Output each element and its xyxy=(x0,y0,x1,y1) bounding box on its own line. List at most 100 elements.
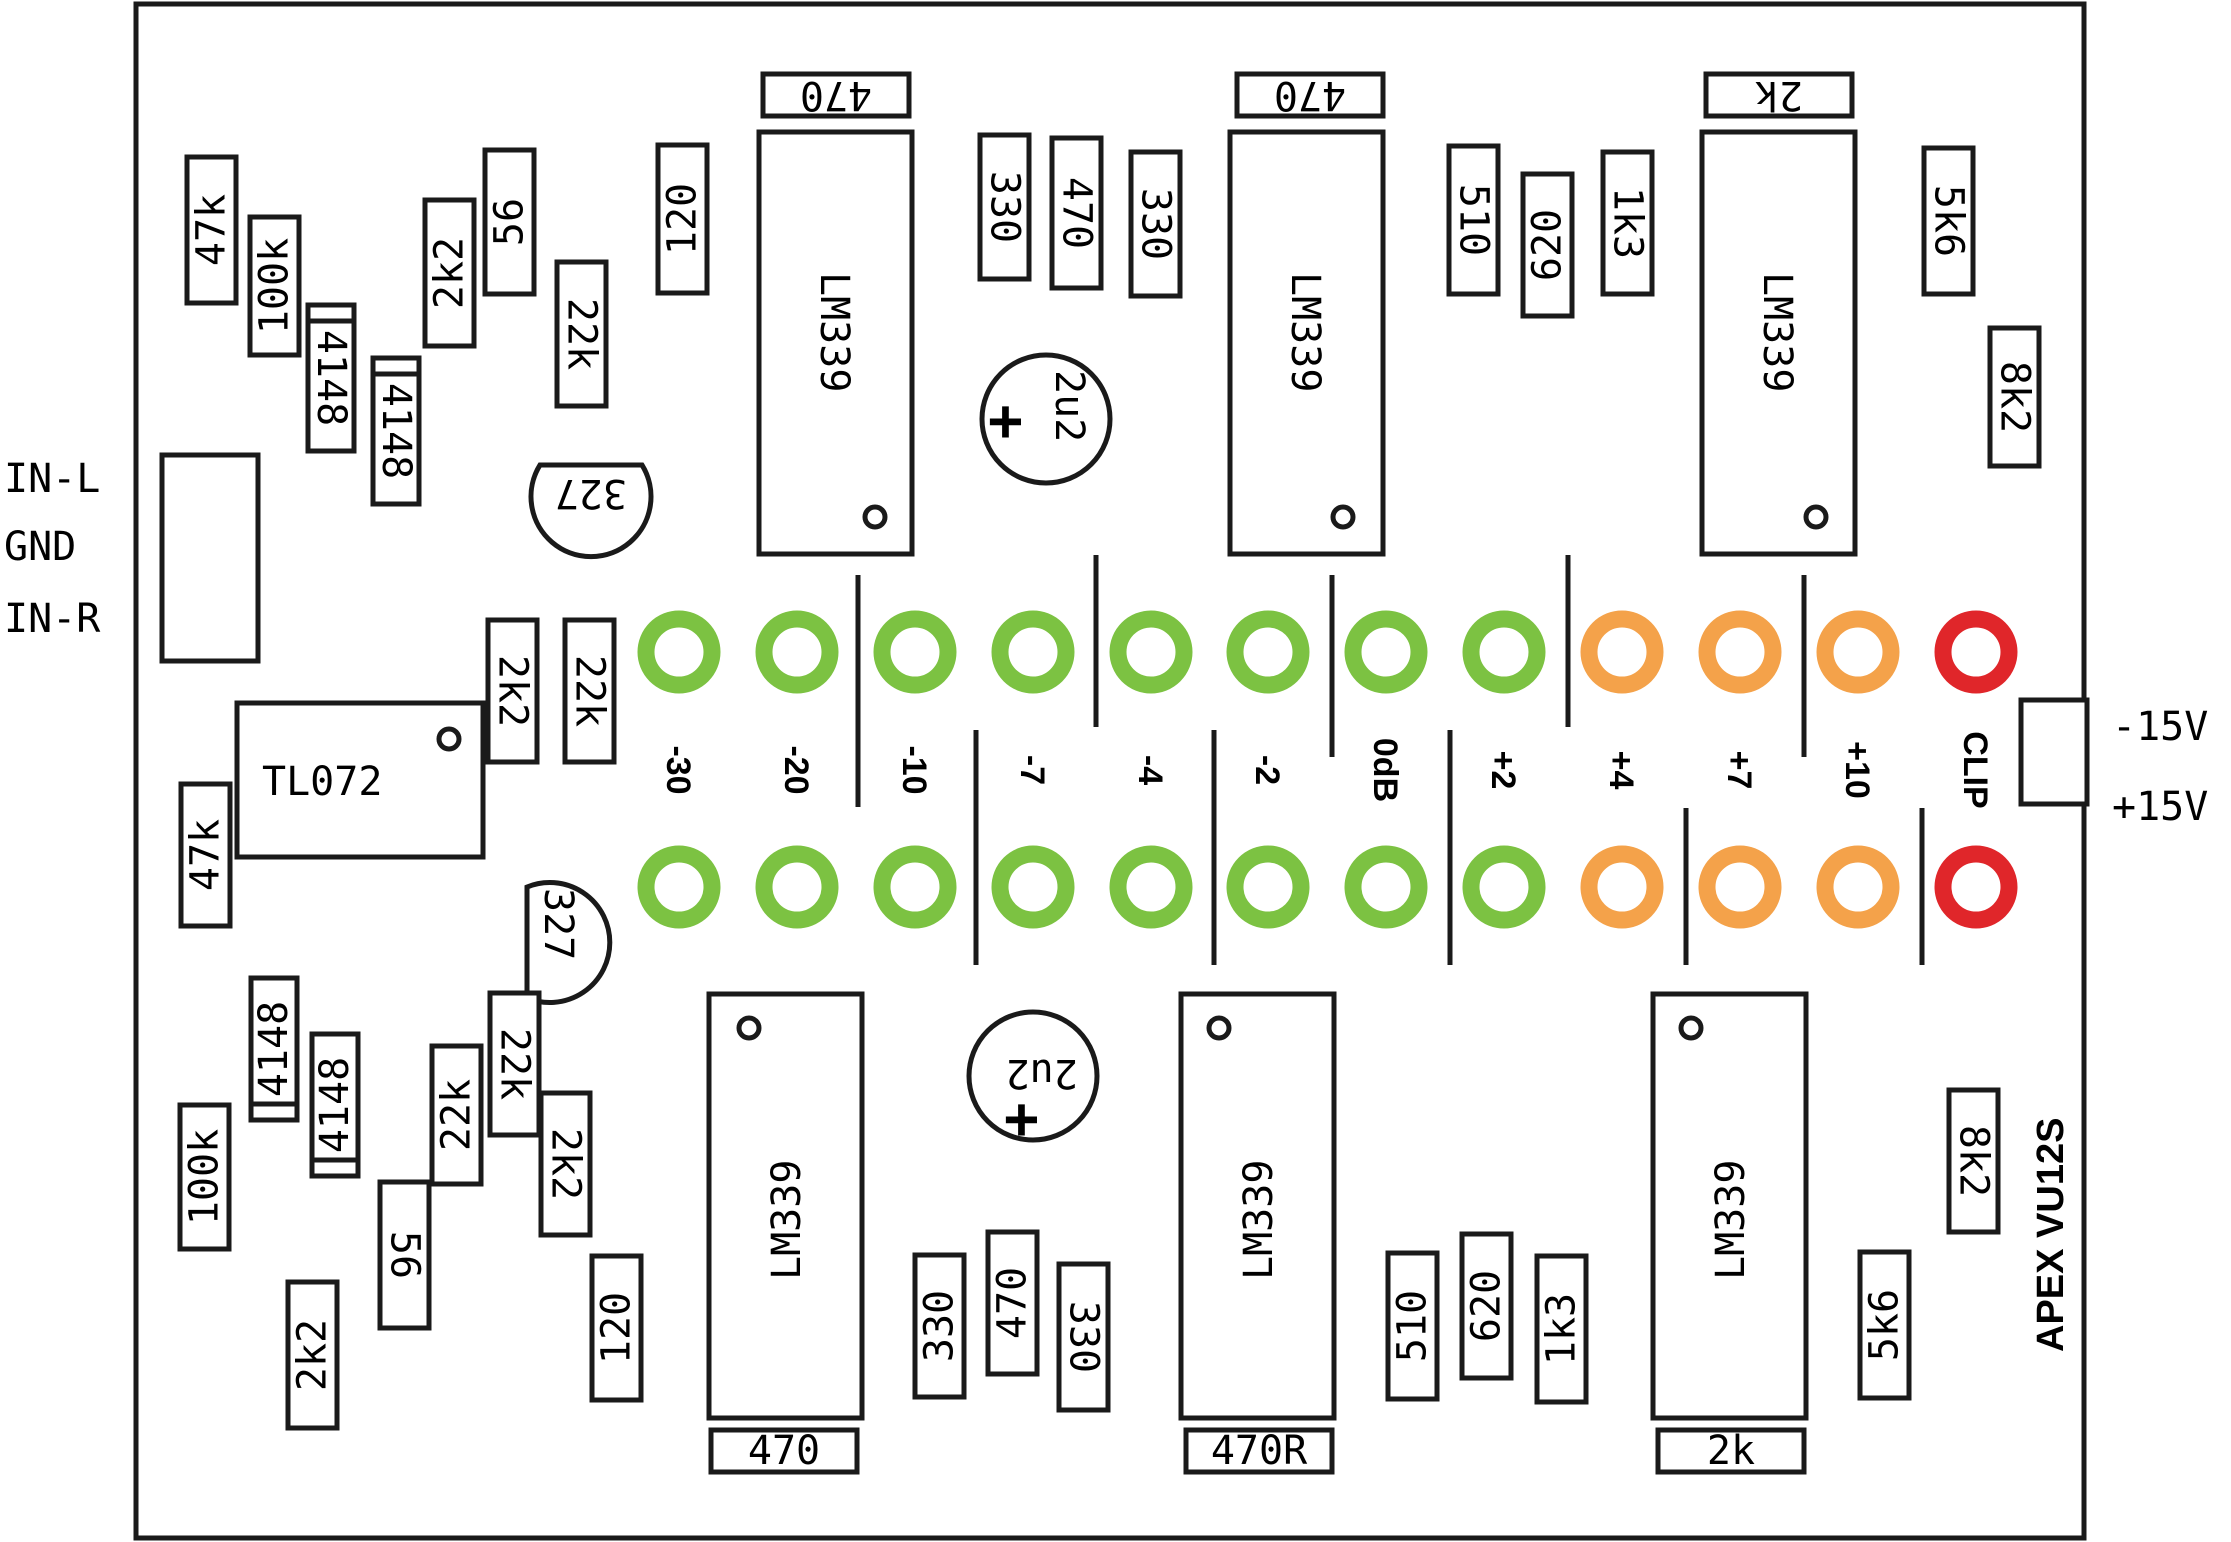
led-pad-top-7 xyxy=(1462,610,1546,694)
led-pad-bottom-7 xyxy=(1462,845,1546,929)
component-value: 470 xyxy=(1274,72,1346,118)
component-body xyxy=(1056,1261,1111,1413)
component-value: 47k xyxy=(189,194,235,266)
resistor-330: 330 xyxy=(1128,149,1183,299)
resistor-470: 470 xyxy=(1234,71,1386,119)
ic-label: TL072 xyxy=(262,759,382,805)
component-value: 22k xyxy=(559,298,605,370)
component-value: 1k3 xyxy=(1539,1293,1585,1365)
led-pad-top-8 xyxy=(1580,610,1664,694)
resistor-56: 56 xyxy=(377,1179,432,1331)
component-body xyxy=(1520,171,1575,319)
component-value: 2k2 xyxy=(490,655,536,727)
led-level-label: +7 xyxy=(1720,751,1758,790)
component-value: 2k xyxy=(1707,1428,1755,1474)
resistor-47k: 47k xyxy=(178,781,233,929)
ic-body xyxy=(1650,991,1809,1421)
cathode-band xyxy=(248,1101,300,1123)
component-value: 22k xyxy=(567,655,613,727)
component-value: 330 xyxy=(982,171,1028,243)
component-body xyxy=(177,1102,232,1252)
component-body xyxy=(482,147,537,297)
component-body xyxy=(1703,71,1855,119)
plus-icon: + xyxy=(1004,1084,1039,1152)
component-body xyxy=(708,1427,860,1475)
component-value: 120 xyxy=(594,1292,640,1364)
led-pad-bottom-6 xyxy=(1344,845,1428,929)
led-pad-top-6 xyxy=(1344,610,1428,694)
ic-label: LM339 xyxy=(1236,1160,1282,1280)
transistor-label: 327 xyxy=(535,888,581,960)
led-level-label: -30 xyxy=(659,745,697,794)
component-value: 2k2 xyxy=(427,237,473,309)
resistor-470: 470 xyxy=(985,1229,1040,1377)
resistor-22k: 22k xyxy=(554,259,609,409)
resistor-330: 330 xyxy=(977,132,1032,282)
component-body xyxy=(1183,1427,1335,1475)
ic-label: LM339 xyxy=(764,1160,810,1280)
component-value: 330 xyxy=(917,1290,963,1362)
pin1-marker xyxy=(736,1015,762,1041)
resistor-330: 330 xyxy=(1056,1261,1111,1413)
component-body xyxy=(1987,325,2042,469)
component-value: 56 xyxy=(487,198,533,246)
component-body xyxy=(1921,145,1976,297)
resistor-100k: 100k xyxy=(247,214,302,358)
component-value: 2k2 xyxy=(543,1128,589,1200)
led-separators xyxy=(855,555,1925,965)
led-pad-bottom-3 xyxy=(991,845,1075,929)
led-pad-bottom-2 xyxy=(873,845,957,929)
component-value: 5k6 xyxy=(1926,185,1972,257)
component-body xyxy=(589,1253,644,1403)
component-body xyxy=(562,617,617,765)
ic-bottom-1: LM339 xyxy=(706,991,865,1421)
component-value: 2k2 xyxy=(290,1319,336,1391)
component-value: 1k3 xyxy=(1605,187,1651,259)
component-value: 620 xyxy=(1464,1270,1510,1342)
component-body xyxy=(1600,149,1655,297)
capacitor-label: 2u2 xyxy=(1006,1050,1078,1096)
input-label-left: IN-L xyxy=(4,456,100,502)
led-pad-bottom-8 xyxy=(1580,845,1664,929)
component-body xyxy=(1946,1087,2001,1235)
ic-body xyxy=(234,700,486,860)
resistor-470: 470 xyxy=(760,71,912,119)
component-value: 4148 xyxy=(373,383,419,479)
component-value: 120 xyxy=(660,183,706,255)
resistor-100k: 100k xyxy=(177,1102,232,1252)
resistor-56: 56 xyxy=(482,147,537,297)
led-level-label: -7 xyxy=(1013,755,1051,785)
component-body xyxy=(370,355,422,507)
led-pad-bottom-9 xyxy=(1698,845,1782,929)
component-value: 470 xyxy=(748,1428,820,1474)
led-pad-top-0 xyxy=(637,610,721,694)
component-value: 4148 xyxy=(308,330,354,426)
led-level-label: -20 xyxy=(777,745,815,794)
ic-body xyxy=(1227,129,1386,557)
component-value: 330 xyxy=(1061,1301,1107,1373)
resistor-120: 120 xyxy=(589,1253,644,1403)
led-pad-top-3 xyxy=(991,610,1075,694)
component-value: 5k6 xyxy=(1862,1289,1908,1361)
cathode-band xyxy=(309,1157,361,1179)
cathode-band xyxy=(370,355,422,377)
resistor-2k: 2k xyxy=(1703,71,1855,119)
resistor-510: 510 xyxy=(1446,143,1501,297)
transistor-body xyxy=(528,462,654,560)
resistor-5k6: 5k6 xyxy=(1921,145,1976,297)
capacitor-label: 2u2 xyxy=(1046,370,1092,442)
led-pad-top-10 xyxy=(1816,610,1900,694)
led-level-label: +4 xyxy=(1602,751,1640,790)
ic-top-2: LM339 xyxy=(1227,129,1386,557)
input-connector xyxy=(159,452,261,664)
transistor-bottom: 327 xyxy=(524,880,613,1005)
component-body xyxy=(1234,71,1386,119)
ic-body xyxy=(1699,129,1858,557)
component-value: 510 xyxy=(1390,1290,1436,1362)
input-label-right: IN-R xyxy=(4,596,101,642)
ic-opamp: TL072 xyxy=(234,700,486,860)
capacitor-body xyxy=(979,352,1113,486)
power-label-positive: +15V xyxy=(2112,784,2208,830)
resistor-330: 330 xyxy=(912,1252,967,1400)
